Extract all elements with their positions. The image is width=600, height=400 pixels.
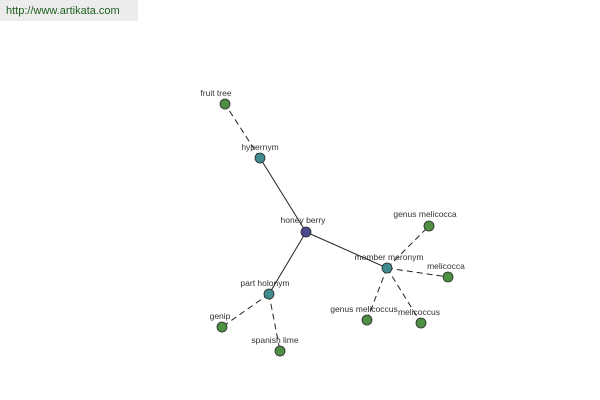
label-genip: genip	[210, 311, 231, 321]
node-genus-melicoccus[interactable]	[361, 314, 373, 326]
edge-meronym-melicoccus	[386, 267, 422, 324]
node-fruit-tree[interactable]	[219, 98, 231, 110]
label-fruit-tree: fruit tree	[200, 88, 231, 98]
node-melicocca[interactable]	[442, 271, 454, 283]
node-genus-melicocca[interactable]	[423, 220, 435, 232]
label-member-meronym: member meronym	[355, 252, 424, 262]
label-genus-melicocca: genus melicocca	[393, 209, 457, 219]
edge-center-part-holonym	[268, 231, 307, 295]
node-hypernym[interactable]	[254, 152, 266, 164]
node-member-meronym[interactable]	[381, 262, 393, 274]
edge-meronym-melicocca	[386, 267, 449, 278]
node-honey-berry[interactable]	[300, 226, 312, 238]
label-melicoccus: melicoccus	[398, 307, 440, 317]
label-spanish-lime: spanish lime	[251, 335, 299, 345]
node-genip[interactable]	[216, 321, 228, 333]
edge-center-hypernym	[259, 157, 307, 233]
label-hypernym: hypernym	[241, 142, 278, 152]
edge-center-member-meronym	[305, 231, 388, 269]
label-melicocca: melicocca	[427, 261, 465, 271]
node-melicoccus[interactable]	[415, 317, 427, 329]
label-honey-berry: honey berry	[281, 215, 327, 225]
label-genus-melicoccus: genus melicoccus	[330, 304, 398, 314]
label-part-holonym: part holonym	[240, 278, 289, 288]
source-bar: http://www.artikata.com	[0, 0, 138, 21]
edge-hypernym-fruit-tree	[224, 103, 261, 159]
node-part-holonym[interactable]	[263, 288, 275, 300]
node-spanish-lime[interactable]	[274, 345, 286, 357]
source-link[interactable]: http://www.artikata.com	[6, 5, 120, 17]
